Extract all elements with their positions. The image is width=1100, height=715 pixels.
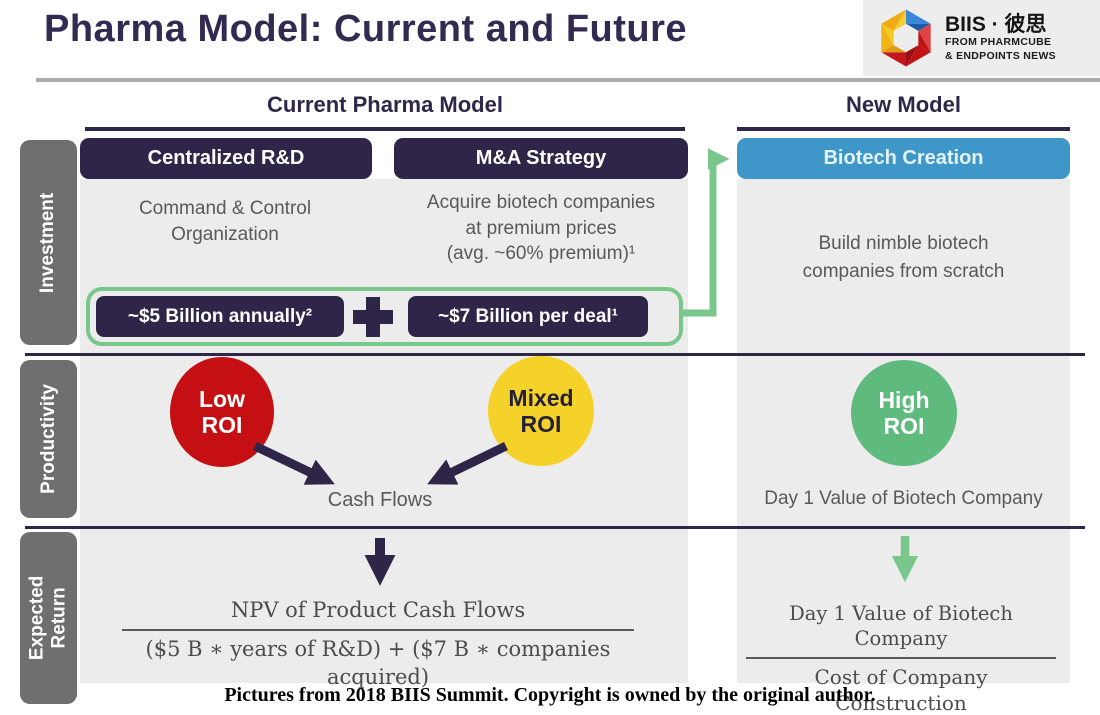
fraction-npv-bar	[122, 629, 634, 632]
brand-name: BIIS · 彼思	[945, 12, 1047, 36]
row-label-investment-text: Investment	[37, 192, 59, 293]
text-command-control: Command & Control Organization	[138, 198, 312, 245]
fraction-day1: Day 1 Value of Biotech Company Cost of C…	[746, 601, 1056, 715]
circle-high-roi: High ROI	[851, 360, 957, 466]
green-connector-arrow	[683, 148, 730, 317]
divider-investment-productivity	[25, 353, 1085, 356]
cost-pill-rd: ~$5 Billion annually²	[96, 296, 344, 337]
plus-icon	[353, 297, 393, 337]
fraction-npv-numerator: NPV of Product Cash Flows	[230, 598, 526, 622]
row-label-expected-return: Expected Return	[20, 532, 77, 704]
hexagon-icon	[881, 9, 931, 67]
label-day1-value: Day 1 Value of Biotech Company	[764, 488, 1043, 509]
fraction-npv: NPV of Product Cash Flows ($5 B ∗ years …	[122, 597, 634, 691]
row-label-productivity: Productivity	[20, 360, 77, 518]
column-header-new: New Model	[846, 92, 961, 117]
circle-mixed-roi: Mixed ROI	[488, 356, 594, 466]
cost-pill-ma: ~$7 Billion per deal¹	[408, 296, 648, 337]
brand-tagline-2: & ENDPOINTS NEWS	[945, 49, 1056, 62]
divider-productivity-expected	[25, 526, 1085, 529]
row-label-investment: Investment	[20, 140, 77, 345]
text-acquire-biotech: Acquire biotech companies at premium pri…	[426, 192, 656, 265]
fraction-day1-denominator: Cost of Company Construction	[814, 664, 988, 715]
row-label-productivity-text: Productivity	[37, 384, 59, 494]
brand-text: BIIS · 彼思 FROM PHARMCUBE & ENDPOINTS NEW…	[945, 13, 1056, 63]
text-build-nimble: Build nimble biotech companies from scra…	[802, 233, 1005, 282]
box-biotech-creation: Biotech Creation	[737, 138, 1070, 179]
fraction-npv-denominator: ($5 B ∗ years of R&D) + ($7 B ∗ companie…	[145, 637, 611, 689]
circle-low-roi: Low ROI	[170, 357, 274, 467]
row-label-expected-return-text: Expected Return	[26, 575, 70, 661]
brand-logo: BIIS · 彼思 FROM PHARMCUBE & ENDPOINTS NEW…	[863, 0, 1100, 76]
box-centralized-rd: Centralized R&D	[80, 138, 372, 179]
column-underline-new	[737, 127, 1070, 131]
cost-callout-group: ~$5 Billion annually² ~$7 Billion per de…	[86, 287, 683, 346]
brand-tagline-1: FROM PHARMCUBE	[945, 35, 1052, 48]
column-underline-current	[85, 127, 685, 131]
box-ma-strategy: M&A Strategy	[394, 138, 688, 179]
fraction-day1-bar	[746, 656, 1056, 659]
column-header-current: Current Pharma Model	[267, 92, 503, 117]
title-divider	[36, 78, 1100, 82]
page-title: Pharma Model: Current and Future	[44, 8, 688, 50]
label-cash-flows: Cash Flows	[327, 489, 433, 511]
footer-copyright: Pictures from 2018 BIIS Summit. Copyrigh…	[224, 684, 876, 706]
fraction-day1-numerator: Day 1 Value of Biotech Company	[789, 602, 1013, 651]
